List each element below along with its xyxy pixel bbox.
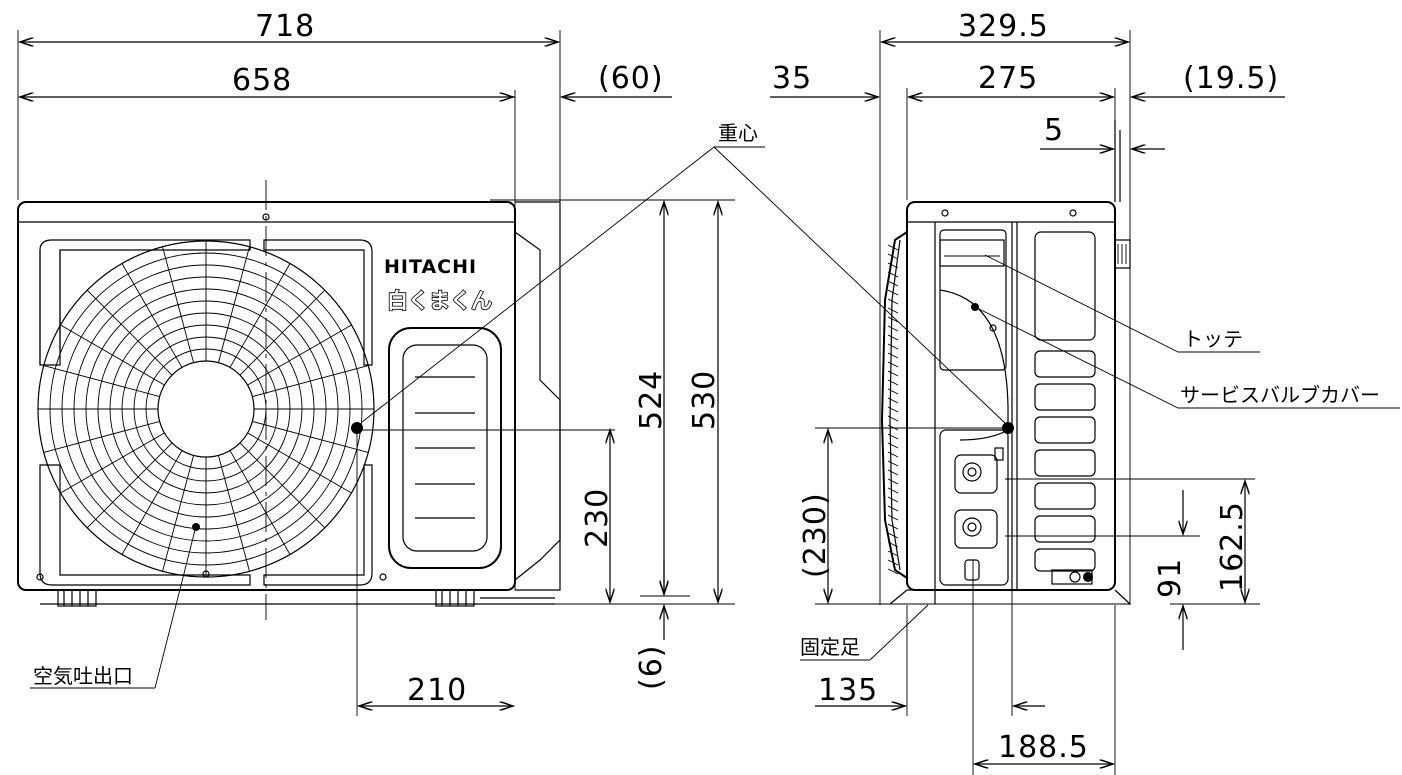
- front-unit-body: [17, 201, 561, 607]
- dim-135: 135: [818, 673, 878, 708]
- dim-524: 524: [634, 370, 669, 430]
- dim-188-5: 188.5: [998, 730, 1089, 765]
- label-service-valve-cover: サービスバルブカバー: [1180, 383, 1380, 407]
- dim-91: 91: [1153, 558, 1188, 598]
- dim-658: 658: [232, 63, 292, 98]
- dim-60: (60): [598, 61, 664, 96]
- dim-275: 275: [978, 61, 1038, 96]
- brand-logo: HITACHI: [384, 256, 477, 278]
- front-louver-panel: [388, 327, 502, 569]
- front-view: HITACHI 白くまくん 718 658 (60) 210 524 530 2…: [17, 9, 1006, 716]
- label-center-of-gravity: 重心: [718, 121, 758, 145]
- dim-230-side: (230): [798, 492, 833, 578]
- side-view: 329.5 35 275 (19.5) 5 135 188.5 (230) 91…: [770, 9, 1400, 775]
- label-fixed-foot: 固定足: [800, 635, 860, 659]
- cog-marker-front: [351, 422, 363, 434]
- dim-5: 5: [1044, 113, 1064, 148]
- dim-162-5: 162.5: [1215, 501, 1250, 592]
- fan-grille: [37, 240, 375, 578]
- branding: HITACHI 白くまくん: [384, 256, 493, 314]
- cog-marker-side: [1002, 422, 1014, 434]
- dim-329-5: 329.5: [958, 9, 1049, 44]
- side-unit-body: [880, 120, 1131, 605]
- dim-530: 530: [687, 370, 722, 430]
- side-leaders: [800, 254, 1400, 661]
- dim-35: 35: [772, 61, 812, 96]
- dim-718: 718: [255, 9, 315, 44]
- dim-210: 210: [407, 673, 467, 708]
- dim-230: 230: [580, 488, 615, 548]
- front-dimension-lines: [17, 30, 735, 716]
- front-leaders: [30, 146, 1006, 689]
- product-logo: 白くまくん: [387, 289, 492, 313]
- label-air-outlet: 空気吐出口: [33, 664, 133, 688]
- label-handle: トッテ: [1183, 327, 1243, 351]
- dim-19-5: (19.5): [1183, 61, 1279, 96]
- dim-6: (6): [634, 645, 669, 691]
